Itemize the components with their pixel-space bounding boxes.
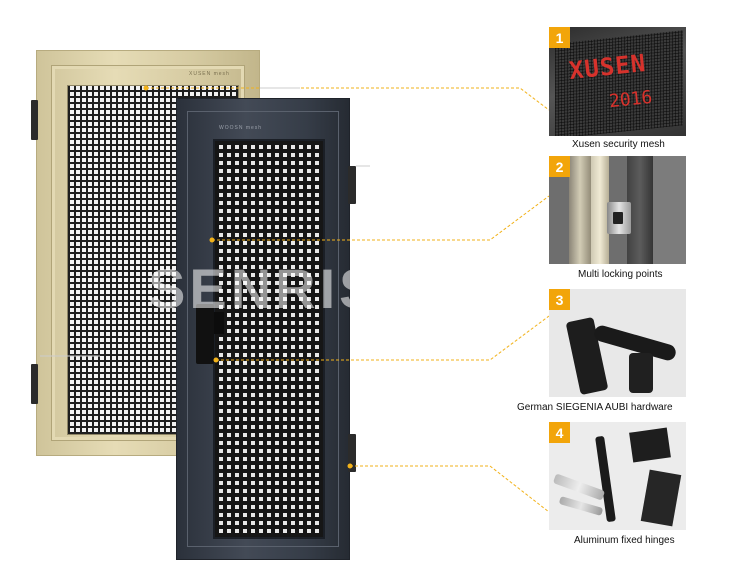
mesh-print-year: 2016 [608,86,654,113]
callout-dot-3 [213,357,219,363]
front-door-hinge-bottom [348,434,356,472]
feature-panel-hinges: 4 [549,422,686,530]
hinge-plate-icon [629,427,671,463]
feature-panel-mesh: 1 XUSEN 2016 [549,27,686,136]
locking-background [653,156,686,264]
handle-lever [214,312,224,334]
frame-rail-gold [569,156,591,264]
callout-dot-4 [347,463,353,469]
feature-badge-1: 1 [549,27,570,48]
callout-line-4 [350,465,550,513]
feature-panel-hardware: 3 [549,289,686,397]
front-door-brand-label: WOOSN mesh [219,125,263,131]
back-door-brand-label: XUSEN mesh [189,71,230,77]
front-door-dark-grey: WOOSN mesh [176,98,350,560]
callout-dot-1 [143,85,149,91]
feature-caption-2: Multi locking points [578,269,663,280]
lock-keeper [613,212,623,224]
front-door-inner-frame [187,111,339,547]
feature-caption-1: Xusen security mesh [572,139,665,150]
feature-panel-locking: 2 [549,156,686,264]
callout-dot-2 [209,237,215,243]
watermark-text: SENRISE 旭森 [148,257,562,320]
feature-caption-3: German SIEGENIA AUBI hardware [517,402,673,413]
feature-badge-4: 4 [549,422,570,443]
callout-line-2 [212,195,550,241]
back-door-hinge-top [31,100,38,140]
back-door-hinge-bottom [31,364,38,404]
feature-badge-2: 2 [549,156,570,177]
frame-rail-light [591,156,609,264]
feature-caption-4: Aluminum fixed hinges [574,535,675,546]
frame-rail-dark [627,156,653,264]
feature-badge-3: 3 [549,289,570,310]
door-handle-icon [196,304,224,364]
hinge-leaf-icon [640,469,682,527]
callout-line-1 [146,87,550,111]
callout-line-3 [216,315,550,361]
handle-knob-icon [629,353,653,393]
front-door-mesh [213,139,325,539]
front-door-hinge-top [348,166,356,204]
